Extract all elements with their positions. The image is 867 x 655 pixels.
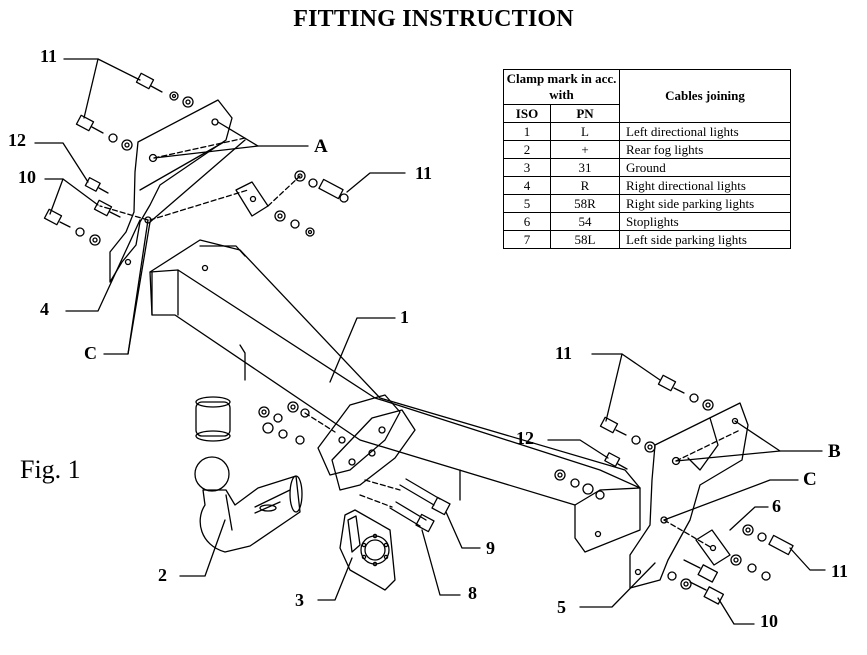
table-row: 5 58R Right side parking lights [503, 194, 791, 213]
pn-cell: 31 [550, 158, 620, 177]
header-pn: PN [550, 104, 620, 123]
callout-9: 9 [486, 538, 495, 558]
right-bolts-group [554, 374, 794, 605]
callout-3: 3 [295, 590, 304, 610]
callout-6: 6 [772, 496, 781, 516]
main-beam-part-1 [149, 239, 641, 553]
table-row: 3 31 Ground [503, 158, 791, 177]
callout-2: 2 [158, 565, 167, 585]
figure-label: Fig. 1 [20, 455, 81, 484]
callout-11-middle: 11 [415, 163, 433, 183]
header-cables-joining: Cables joining [619, 69, 791, 123]
table-row: 7 58L Left side parking lights [503, 230, 791, 249]
leader-lines [34, 58, 826, 625]
callout-5: 5 [557, 597, 566, 617]
middle-plate-bolts [235, 170, 349, 237]
cable-cell: Right directional lights [619, 176, 791, 195]
callout-a: A [314, 136, 328, 157]
bolts-8-9 [359, 478, 451, 533]
page-title: FITTING INSTRUCTION [293, 6, 574, 32]
cable-cell: Left side parking lights [619, 230, 791, 249]
callout-12-right: 12 [516, 428, 534, 448]
callout-11-right: 11 [555, 343, 573, 363]
table-row: 4 R Right directional lights [503, 176, 791, 195]
header-clamp-mark: Clamp mark in acc. with [503, 69, 620, 105]
pn-cell: 54 [550, 212, 620, 231]
iso-cell: 2 [503, 140, 551, 159]
pn-cell: + [550, 140, 620, 159]
iso-cell: 1 [503, 122, 551, 141]
cable-cell: Left directional lights [619, 122, 791, 141]
cable-cell: Rear fog lights [619, 140, 791, 159]
cable-cell: Right side parking lights [619, 194, 791, 213]
iso-cell: 6 [503, 212, 551, 231]
table-row: 2 + Rear fog lights [503, 140, 791, 159]
callout-11-top-left: 11 [40, 46, 58, 66]
pn-cell: 58R [550, 194, 620, 213]
pn-cell: 58L [550, 230, 620, 249]
callout-10-left: 10 [18, 167, 36, 187]
cables-joining-table: Clamp mark in acc. with Cables joining I… [503, 69, 791, 249]
cable-cell: Stoplights [619, 212, 791, 231]
callout-c-left: C [84, 343, 97, 363]
callout-8: 8 [468, 583, 477, 603]
table-row: 1 L Left directional lights [503, 122, 791, 141]
iso-cell: 4 [503, 176, 551, 195]
socket-plate-part-3 [339, 509, 396, 591]
cable-cell: Ground [619, 158, 791, 177]
callout-12-left: 12 [8, 130, 26, 150]
callout-c-right: C [803, 469, 817, 490]
callout-11-bottom-right: 11 [831, 561, 849, 581]
tow-ball-part-2 [194, 396, 303, 553]
pn-cell: R [550, 176, 620, 195]
header-iso: ISO [503, 104, 551, 123]
table-row: 6 54 Stoplights [503, 212, 791, 231]
pn-cell: L [550, 122, 620, 141]
callout-1: 1 [400, 307, 409, 327]
iso-cell: 7 [503, 230, 551, 249]
callout-b: B [828, 441, 841, 462]
callout-4: 4 [40, 299, 49, 319]
callout-10-bottom-right: 10 [760, 611, 778, 631]
centre-mounting-plates [258, 394, 416, 491]
iso-cell: 3 [503, 158, 551, 177]
left-bracket-part-4 [109, 99, 233, 283]
iso-cell: 5 [503, 194, 551, 213]
left-bolts-group [43, 72, 249, 246]
